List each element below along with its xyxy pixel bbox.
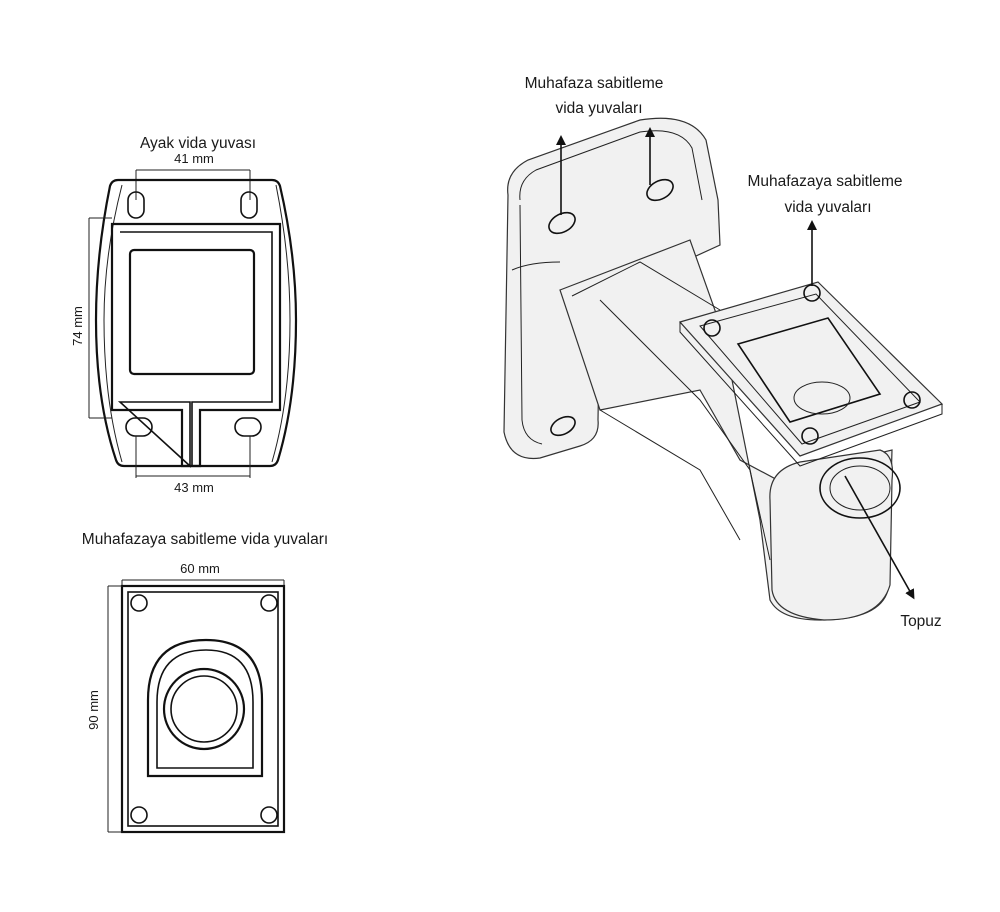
- mount-holes-label-line2: vida yuvaları: [784, 199, 871, 216]
- dimension-41mm: 41 mm: [174, 151, 214, 166]
- top-right-slot: [240, 191, 258, 219]
- hole-top-right: [260, 594, 278, 612]
- dimension-90mm: 90 mm: [86, 690, 101, 730]
- housing-slot-right: [646, 178, 674, 202]
- wall-plate-back-view: Ayak vida yuvası 41 mm 74 mm 43 mm: [70, 135, 298, 495]
- plate-right-bevel: [271, 184, 291, 463]
- plate-outline: [94, 178, 298, 468]
- dimension-43mm: 43 mm: [174, 480, 214, 495]
- knob-label: Topuz: [900, 613, 941, 630]
- inner-frame: [110, 222, 282, 468]
- arrow-to-knob: [844, 475, 915, 600]
- top-left-slot: [127, 191, 145, 219]
- mount-hole-4: [801, 427, 819, 445]
- hole-bottom-left: [130, 806, 148, 824]
- wall-plate-step: [511, 261, 561, 271]
- wall-plate-edge: [519, 130, 703, 201]
- bottom-right-slot: [234, 417, 262, 437]
- housing-holes-label-line2: vida yuvaları: [555, 100, 642, 117]
- dimension-60mm: 60 mm: [180, 561, 220, 576]
- mount-bore: [793, 381, 851, 415]
- center-window: [128, 248, 256, 376]
- hole-bottom-right: [260, 806, 278, 824]
- knob-opening: [819, 457, 901, 519]
- arm-edge-1: [599, 299, 771, 561]
- dimension-74mm: 74 mm: [70, 306, 85, 346]
- mount-holes-caption: Muhafazaya sabitleme vida yuvaları: [82, 531, 328, 548]
- knob-outer-ring: [162, 667, 246, 751]
- bottom-left-slot: [125, 417, 153, 437]
- bracket-isometric-view: Muhafaza sabitleme vida yuvaları Muhafaz…: [503, 75, 944, 630]
- bottom-slot: [550, 415, 576, 437]
- mount-holes-label-line1: Muhafazaya sabitleme: [747, 173, 902, 190]
- foot-screw-slot-caption: Ayak vida yuvası: [140, 135, 256, 152]
- mount-hole-3: [903, 391, 921, 409]
- knob-inner-ring: [170, 675, 238, 743]
- knob-inner: [829, 465, 891, 511]
- arm-edge-3: [599, 409, 741, 541]
- mount-plate-thickness: [679, 322, 943, 467]
- mount-hole-1: [703, 319, 721, 337]
- housing-holes-label-line1: Muhafaza sabitleme: [525, 75, 664, 92]
- mount-plate-view: Muhafazaya sabitleme vida yuvaları 60 mm…: [82, 531, 328, 834]
- arm-edge-2: [571, 261, 721, 311]
- hole-top-left: [130, 594, 148, 612]
- pedestal-inset: [156, 649, 254, 769]
- housing-slot-left: [548, 211, 576, 235]
- lower-cylinder: [769, 449, 894, 621]
- wall-plate-left-edge: [519, 204, 543, 445]
- mount-plate-opening: [736, 317, 882, 423]
- pedestal-outline: [146, 638, 264, 778]
- inner-frame-inset: [117, 231, 273, 468]
- mount-plate-outline: [120, 584, 286, 834]
- mount-plate-inset: [127, 591, 279, 827]
